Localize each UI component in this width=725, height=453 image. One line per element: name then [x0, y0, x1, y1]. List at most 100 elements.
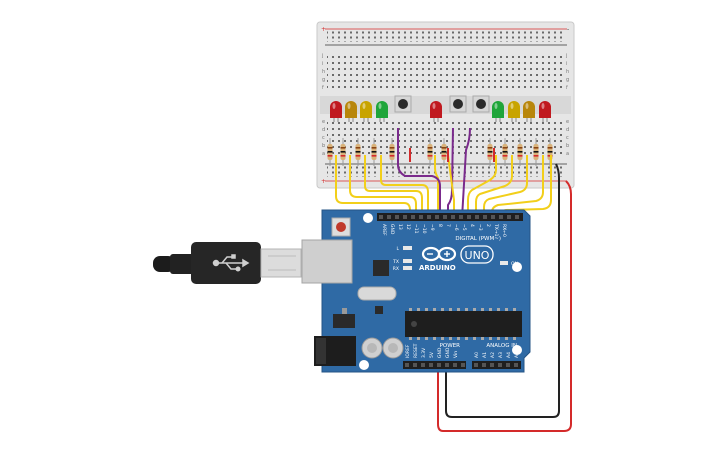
resistor-band [502, 147, 508, 149]
row-letter: d [566, 127, 569, 133]
digital-pin-label: 8 [437, 224, 443, 227]
resistor-band [517, 155, 523, 157]
header-pin [419, 215, 423, 219]
led-highlight [494, 103, 498, 109]
led-highlight [432, 103, 436, 109]
digital-pin-label: ~6 [453, 224, 459, 231]
header-pin [459, 215, 463, 219]
row-letter: h [566, 69, 569, 75]
wire-yellow [335, 155, 411, 218]
header-pin [515, 215, 519, 219]
resistor-band [327, 151, 333, 153]
resistor-band [547, 147, 553, 149]
resistor-band [487, 151, 493, 153]
wire-purple [461, 127, 471, 219]
header-pin [483, 215, 487, 219]
header-pin [437, 363, 441, 367]
resistor-band [533, 147, 539, 149]
chip-leg [505, 308, 508, 311]
led-highlight [347, 103, 351, 109]
header-pin [435, 215, 439, 219]
header-pin [514, 363, 518, 367]
wire-black-gnd [445, 163, 560, 418]
led [330, 101, 342, 118]
wire-yellow [467, 155, 497, 218]
header-pin [445, 363, 449, 367]
digital-label: DIGITAL (PWM~) [455, 236, 501, 242]
analog-label: ANALOG IN [486, 343, 517, 349]
chip-leg [489, 308, 492, 311]
row-letter: i [566, 61, 567, 67]
row-letter: f [322, 85, 324, 91]
resistor-band [355, 155, 361, 157]
chip-leg [481, 337, 484, 340]
wire-yellow [475, 155, 513, 218]
led [492, 101, 504, 118]
analog-pin-label: A3 [498, 352, 504, 358]
digital-pin-label: ~11 [413, 224, 419, 234]
header-pin [427, 215, 431, 219]
header-pin [461, 363, 465, 367]
chip-leg [417, 337, 420, 340]
resistor-band [502, 155, 508, 157]
resistor-band [487, 147, 493, 149]
svg-text:-: - [567, 26, 569, 33]
digital-pin-label: 2 [485, 224, 491, 227]
chip-leg [433, 337, 436, 340]
chip-leg [449, 337, 452, 340]
analog-pin-label: A0 [474, 352, 480, 358]
resistor-band [327, 155, 333, 157]
wire-yellow [364, 155, 423, 218]
led-highlight [378, 103, 382, 109]
led [345, 101, 357, 118]
upper-terminal-strip [327, 52, 565, 92]
chip-leg [513, 337, 516, 340]
resistor-band [340, 151, 346, 153]
chip-leg [513, 308, 516, 311]
header-pin [421, 363, 425, 367]
resistor-band [533, 155, 539, 157]
chip-leg [465, 337, 468, 340]
header-pin [405, 363, 409, 367]
led-on-label: ON [511, 261, 518, 267]
usb-port [301, 239, 353, 284]
digital-pin-label: 13 [397, 224, 403, 230]
row-letter: j [321, 53, 323, 59]
resistor-band [327, 147, 333, 149]
mount-hole [363, 213, 373, 223]
chip-leg [425, 337, 428, 340]
led-highlight [332, 103, 336, 109]
power-pin-label: IOREF [405, 344, 411, 358]
digital-pin-label: 7 [445, 224, 451, 227]
chip-leg [425, 308, 428, 311]
power-pin-label: GND [437, 347, 443, 358]
power-pin-label: Vin [453, 351, 459, 358]
reset-button-cap [336, 222, 346, 232]
header-pin [403, 215, 407, 219]
resistor-band [389, 155, 395, 157]
chip-leg [457, 308, 460, 311]
resistor-band [371, 147, 377, 149]
resistor-band [340, 147, 346, 149]
power-header [403, 361, 466, 369]
resistor-band [427, 147, 433, 149]
resistor-band [389, 147, 395, 149]
led-highlight [525, 103, 529, 109]
uno-badge [460, 245, 494, 264]
row-letter: b [566, 143, 569, 149]
analog-pin-label: A2 [490, 352, 496, 358]
voltage-regulator [333, 314, 355, 328]
resistor-band [547, 151, 553, 153]
led-l-label: L [396, 246, 399, 252]
header-pin [498, 363, 502, 367]
header-pin [413, 363, 417, 367]
resistor-band [502, 151, 508, 153]
resistor-band [517, 147, 523, 149]
chip-leg [465, 308, 468, 311]
